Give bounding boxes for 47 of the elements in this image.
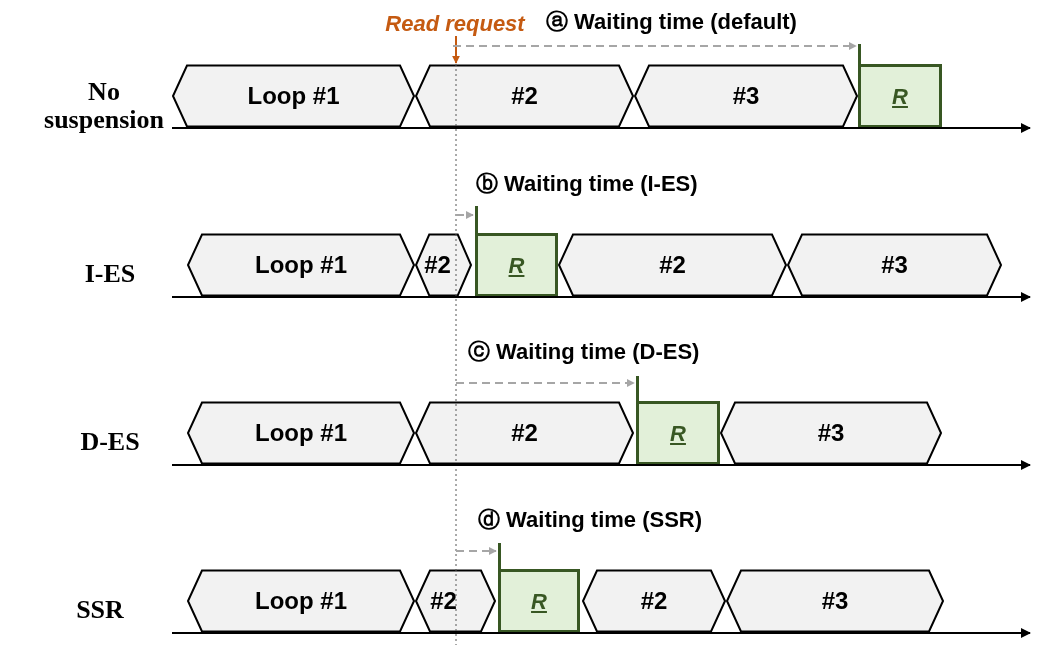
- edge-label: ⓒ Waiting time (D-ES): [468, 338, 700, 366]
- loop-label: #3: [817, 418, 845, 448]
- edge-label: ⓐ Waiting time (default): [546, 8, 797, 36]
- loop-hexagon: [558, 233, 787, 297]
- dashed-arrow: [455, 547, 497, 555]
- read-label: R: [508, 251, 525, 280]
- loop-label: #2: [640, 586, 668, 616]
- row-label: SSR: [75, 596, 125, 624]
- edge-label: ⓓ Waiting time (SSR): [478, 506, 703, 534]
- loop-hexagon: [726, 569, 944, 633]
- dashed-arrow: [452, 42, 857, 50]
- loop-hexagon: [415, 401, 634, 465]
- read-box: [636, 401, 720, 465]
- loop-label: #2: [659, 250, 686, 280]
- read-label: R: [892, 82, 908, 111]
- loop-hexagon: [172, 64, 415, 128]
- loop-hexagon: [415, 64, 634, 128]
- loop-hexagon: [720, 401, 942, 465]
- read-box: [475, 233, 558, 297]
- dashed-arrow: [455, 379, 635, 387]
- loop-hexagon: [582, 569, 726, 633]
- read-box: [858, 64, 942, 128]
- loop-label: Loop #1: [255, 586, 347, 616]
- loop-hexagon: [787, 233, 1002, 297]
- loop-label: #2: [430, 586, 457, 616]
- annotation-text: Read request: [372, 10, 538, 38]
- loop-label: #3: [732, 81, 760, 111]
- row-label: D-ES: [79, 428, 141, 456]
- loop-label: #2: [511, 81, 538, 111]
- loop-label: #2: [424, 250, 451, 280]
- loop-hexagon: [634, 64, 858, 128]
- loop-label: Loop #1: [255, 250, 347, 280]
- read-box: [498, 569, 580, 633]
- loop-label: Loop #1: [255, 418, 347, 448]
- edge-label: ⓑ Waiting time (I-ES): [476, 170, 698, 198]
- row-label: I-ES: [83, 260, 137, 288]
- arrow: [452, 35, 460, 64]
- read-label: R: [531, 587, 547, 616]
- loop-label: #3: [881, 250, 908, 280]
- loop-hexagon: [415, 569, 496, 633]
- loop-label: #2: [511, 418, 538, 448]
- dashed-arrow: [455, 211, 474, 219]
- row-label: No suspension: [43, 78, 165, 134]
- loop-label: Loop #1: [247, 81, 340, 111]
- loop-label: #3: [821, 586, 849, 616]
- read-label: R: [670, 419, 686, 448]
- loop-hexagon: [187, 401, 415, 465]
